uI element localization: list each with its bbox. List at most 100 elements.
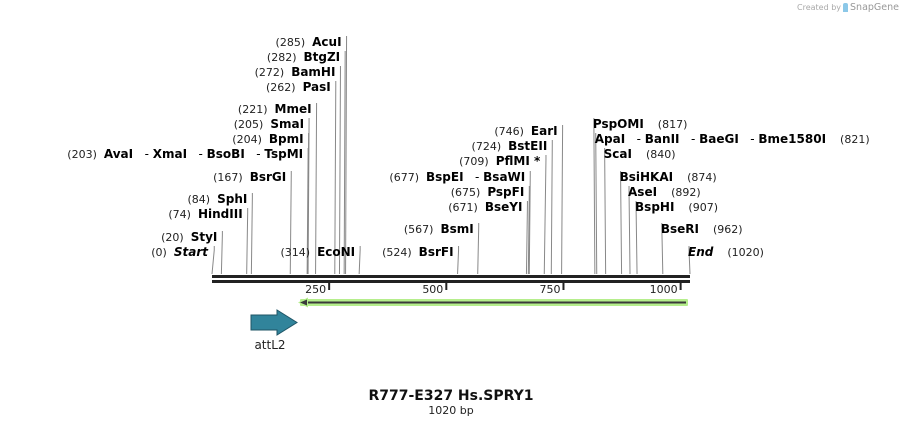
branding-prefix: Created by [797,3,842,12]
site-label: BspHI (907) [635,200,718,214]
restriction-site[interactable]: (675) PspFI [451,185,525,199]
restriction-site[interactable]: (746) EarI [494,124,557,138]
site-leader-line [345,36,348,275]
restriction-site[interactable]: (0) Start [151,245,209,259]
site-label: ScaI (840) [604,147,676,161]
restriction-site[interactable]: BspHI (907) [635,200,718,214]
site-label: BsiHKAI (874) [620,170,717,184]
site-leader-line [211,246,215,275]
site-lines [211,36,691,275]
site-leader-line [525,201,528,275]
restriction-site[interactable]: (524) BsrFI [382,245,453,259]
restriction-site[interactable]: (205) SmaI [234,117,304,131]
tick-label: 1000 [650,283,678,296]
site-leader-line [593,118,596,275]
restriction-site[interactable]: (314) EcoNI [280,245,355,259]
site-label: PspOMI (817) [593,117,688,131]
site-leader-line [635,201,638,275]
site-leader-line [338,66,341,275]
restriction-site[interactable]: AseI (892) [628,185,701,199]
site-leader-line [527,186,530,275]
site-label: (74) HindIII [168,207,242,221]
site-label: ApaI - BanII - BaeGI - Bme1580I (821) [595,132,870,146]
site-leader-line [334,81,337,275]
site-leader-line [661,223,664,275]
restriction-site[interactable]: (167) BsrGI [213,170,286,184]
restriction-site[interactable]: BsiHKAI (874) [620,170,717,184]
restriction-site[interactable]: ScaI (840) [604,147,676,161]
site-label: (204) BpmI [232,132,303,146]
site-leader-line [246,208,249,275]
site-leader-line [561,125,564,275]
site-leader-line [620,171,623,275]
tick-label: 250 [305,283,326,296]
site-label: (671) BseYI [448,200,522,214]
site-leader-line [289,171,292,275]
site-label: (746) EarI [494,124,557,138]
tick-mark [445,283,448,290]
site-leader-line [306,148,309,275]
backbone-top [212,275,690,278]
attL2-label: attL2 [254,338,285,352]
backbone-bottom [212,280,690,283]
restriction-site[interactable]: (262) PasI [266,80,331,94]
site-label: (205) SmaI [234,117,304,131]
restriction-site[interactable]: (221) MmeI [238,102,312,116]
site-leader-line [220,231,223,275]
site-leader-line [343,51,346,275]
site-leader-line [543,155,547,275]
orf-feature[interactable] [298,297,688,308]
site-leader-line [595,133,598,275]
restriction-site[interactable]: (671) BseYI [448,200,522,214]
restriction-site[interactable]: (203) AvaI - XmaI - BsoBI - TspMI [67,147,303,161]
site-leader-line [457,246,460,275]
site-leader-line [477,223,480,275]
restriction-site[interactable]: (285) AcuI [276,35,342,49]
attL2-feature[interactable]: attL2 [250,309,298,352]
site-label: End (1020) [688,245,764,259]
tick-mark [679,283,682,290]
site-leader-line [604,148,607,275]
site-leader-line [628,186,631,275]
restriction-site[interactable]: (20) StyI [161,230,217,244]
restriction-site[interactable]: (724) BstEII [472,139,548,153]
site-label: (675) PspFI [451,185,525,199]
restriction-site[interactable]: (204) BpmI [232,132,303,146]
tick-label: 750 [539,283,560,296]
attL2-arrow-icon [250,309,298,336]
site-label: (20) StyI [161,230,217,244]
site-label: (709) PflMI * [459,154,541,168]
site-label: (167) BsrGI [213,170,286,184]
restriction-site[interactable]: PspOMI (817) [593,117,688,131]
restriction-site[interactable]: BseRI (962) [661,222,743,236]
restriction-site[interactable]: (677) BspEI - BsaWI [389,170,525,184]
site-leader-line [550,140,553,275]
site-label: (677) BspEI - BsaWI [389,170,525,184]
site-label: (203) AvaI - XmaI - BsoBI - TspMI [67,147,303,161]
restriction-site[interactable]: (282) BtgZI [267,50,340,64]
site-label: (285) AcuI [276,35,342,49]
site-label: (524) BsrFI [382,245,453,259]
site-leader-line [250,193,253,275]
restriction-site[interactable]: (709) PflMI * [459,154,541,168]
site-label: (272) BamHI [255,65,336,79]
restriction-site[interactable]: (272) BamHI [255,65,336,79]
restriction-site[interactable]: (74) HindIII [168,207,242,221]
site-label: (221) MmeI [238,102,312,116]
site-label: (314) EcoNI [280,245,355,259]
site-label: (282) BtgZI [267,50,340,64]
site-leader-line [358,246,361,275]
restriction-site[interactable]: ApaI - BanII - BaeGI - Bme1580I (821) [595,132,870,146]
restriction-site[interactable]: (567) BsmI [404,222,474,236]
restriction-site[interactable]: (84) SphI [188,192,248,206]
restriction-site[interactable]: End (1020) [688,245,764,259]
map-length: 1020 bp [428,404,473,417]
site-labels: (285) AcuI(282) BtgZI(272) BamHI(262) Pa… [67,35,869,259]
site-label: (724) BstEII [472,139,548,153]
site-leader-line [688,246,691,275]
site-leader-line [528,171,531,275]
tick-mark [328,283,331,290]
site-label: (84) SphI [188,192,248,206]
